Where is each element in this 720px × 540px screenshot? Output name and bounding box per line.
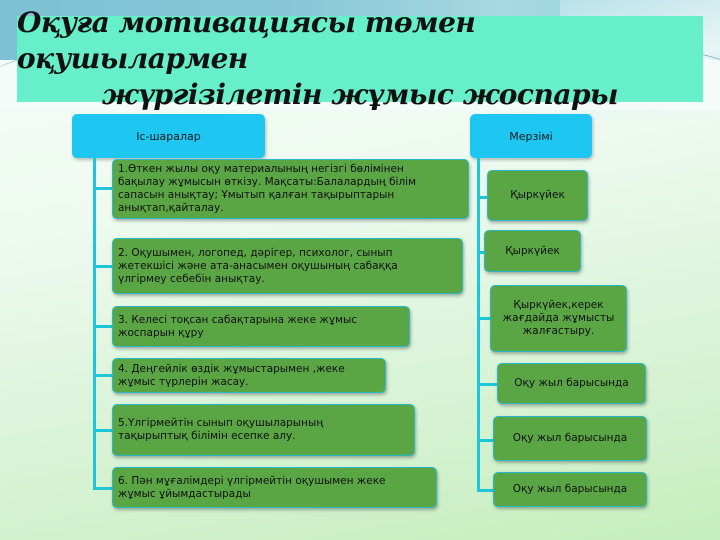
deadline-connector-trunk (477, 158, 480, 491)
deadline-connector-6 (477, 489, 494, 492)
activities-header-label: Іс-шаралар (136, 129, 201, 143)
deadline-item-3-text: Қыркүйек,керек жағдайда жұмысты жалғасты… (502, 299, 615, 337)
activities-connector-2 (93, 265, 113, 268)
deadline-item-4: Оқу жыл барысында (497, 363, 646, 404)
deadline-header-label: Мерзімі (509, 129, 553, 143)
deadline-item-3: Қыркүйек,керек жағдайда жұмысты жалғасты… (490, 285, 627, 352)
deadline-connector-5 (477, 439, 494, 442)
deadline-item-6: Оқу жыл барысында (493, 472, 647, 507)
deadline-item-6-text: Оқу жыл барысында (512, 483, 628, 495)
deadline-item-4-text: Оқу жыл барысында (514, 377, 629, 389)
deadline-item-1: Қыркүйек (487, 170, 588, 221)
deadline-item-5-text: Оқу жыл барысында (512, 432, 628, 444)
activity-item-3: 3. Келесі тоқсан сабақтарына жеке жұмыс … (112, 306, 410, 347)
activities-header: Іс-шаралар (72, 114, 265, 158)
activity-item-3-text: 3. Келесі тоқсан сабақтарына жеке жұмыс … (118, 313, 358, 339)
activities-connector-5 (93, 429, 113, 432)
title-line-1: Оқуға мотивациясы төмен оқушылармен (17, 6, 476, 75)
activity-item-2: 2. Оқушымен, логопед, дәрігер, психолог,… (112, 238, 463, 294)
activity-item-1: 1.Өткен жылы оқу материалының негізгі бө… (112, 159, 469, 219)
deadline-connector-4 (477, 383, 498, 386)
title-banner: Оқуға мотивациясы төмен оқушылармен жүрг… (17, 6, 703, 111)
deadline-item-2: Қыркүйек (484, 230, 581, 272)
deadline-connector-1 (477, 196, 488, 199)
activities-connector-6 (93, 487, 113, 490)
deadline-item-2-text: Қыркүйек (505, 244, 560, 257)
activity-item-6: 6. Пән мұғалімдері үлгірмейтін оқушымен … (112, 467, 437, 508)
activities-connector-3 (93, 325, 113, 328)
activity-item-6-text: 6. Пән мұғалімдері үлгірмейтін оқушымен … (118, 474, 386, 500)
activity-item-4: 4. Деңгейлік өздік жұмыстарымен ,жеке жұ… (112, 358, 386, 393)
activities-connector-trunk (93, 158, 96, 489)
activities-connector-4 (93, 374, 113, 377)
activity-item-2-text: 2. Оқушымен, логопед, дәрігер, психолог,… (118, 246, 398, 285)
activity-item-4-text: 4. Деңгейлік өздік жұмыстарымен ,жеке жұ… (118, 362, 345, 388)
deadline-connector-3 (477, 317, 491, 320)
deadline-header: Мерзімі (470, 114, 592, 158)
title-line-2: жүргізілетін жұмыс жоспары (101, 78, 619, 111)
deadline-item-5: Оқу жыл барысында (493, 416, 647, 461)
activity-item-1-text: 1.Өткен жылы оқу материалының негізгі бө… (118, 163, 417, 214)
deadline-connector-2 (477, 251, 485, 254)
activity-item-5-text: 5.Үлгірмейтін сынып оқушыларының тақырып… (118, 417, 324, 442)
deadline-item-1-text: Қыркүйек (510, 189, 565, 201)
activities-connector-1 (93, 187, 113, 190)
activity-item-5: 5.Үлгірмейтін сынып оқушыларының тақырып… (112, 404, 415, 456)
